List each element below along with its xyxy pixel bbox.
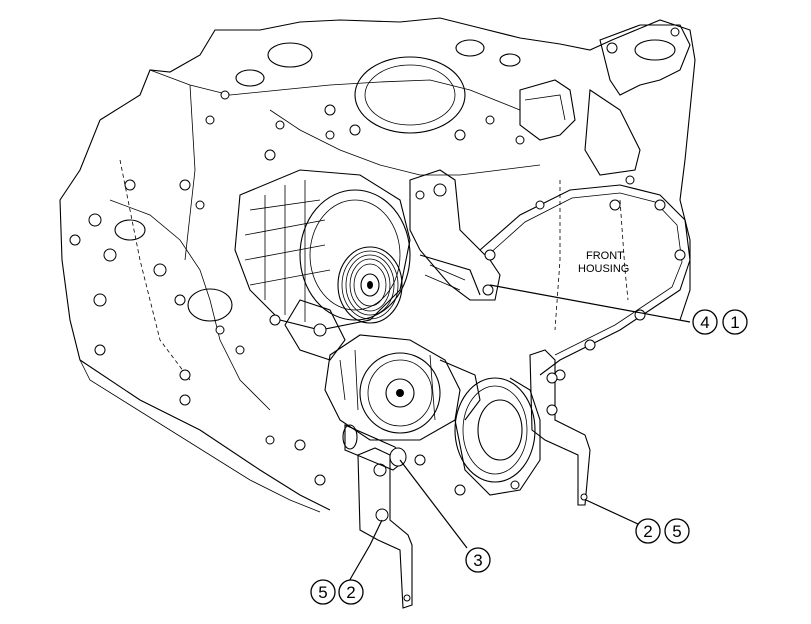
alternator	[234, 169, 411, 331]
callout-number: 1	[730, 313, 739, 332]
lower-bracket	[357, 447, 413, 609]
callout-number: 4	[700, 313, 709, 332]
front-housing-label-line1: FRONT	[586, 250, 624, 262]
callout-25: 2 5	[635, 518, 690, 544]
callout-bubble	[465, 547, 491, 573]
callout-number: 5	[672, 522, 681, 541]
callout-bubble	[692, 309, 718, 335]
callout-number: 3	[473, 551, 482, 570]
leader-41	[489, 284, 691, 323]
callout-bubble	[722, 309, 748, 335]
callout-bubble	[635, 518, 661, 544]
tensioner-area	[264, 149, 346, 361]
callout-bubble	[310, 579, 336, 605]
upper-bracket	[519, 24, 691, 176]
pivot-bolt	[342, 424, 407, 471]
callout-bubble	[664, 518, 690, 544]
leader-52	[347, 519, 383, 584]
callout-bubble	[338, 579, 364, 605]
callout-3: 3	[465, 547, 491, 573]
cylinder-head-area	[205, 39, 525, 145]
leader-lines	[347, 284, 691, 584]
callout-52: 5 2	[310, 579, 364, 605]
callout-number: 2	[643, 522, 652, 541]
water-pump	[324, 334, 481, 441]
alternator-bracket	[409, 169, 501, 301]
leader-25	[585, 499, 641, 526]
engine-block	[59, 17, 696, 513]
callout-41: 4 1	[692, 309, 748, 335]
callout-number: 2	[346, 583, 355, 602]
right-bracket	[529, 349, 591, 506]
crank-seal	[414, 377, 541, 496]
left-side-holes	[69, 179, 326, 486]
front-housing: FRONT HOUSING	[479, 175, 691, 381]
callout-number: 5	[318, 583, 327, 602]
alternator-pulley	[337, 246, 403, 324]
front-housing-label-line2: HOUSING	[578, 263, 629, 275]
leader-3	[399, 459, 468, 549]
